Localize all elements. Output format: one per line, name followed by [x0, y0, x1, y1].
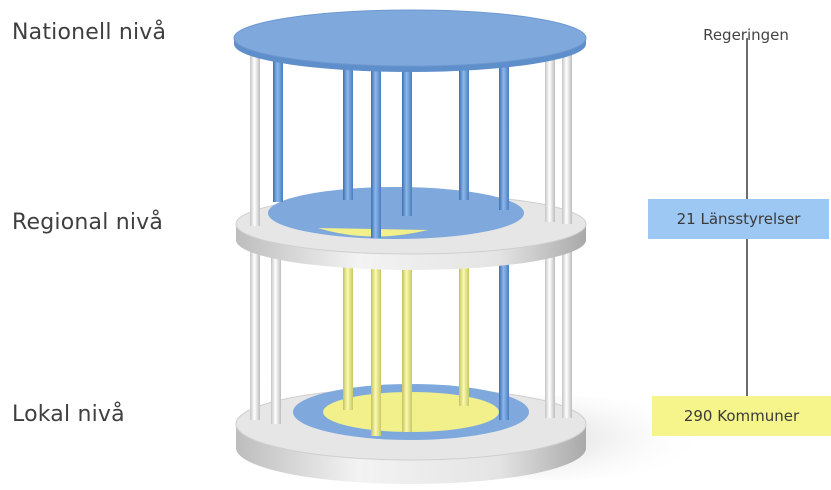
kommuner-box: 290 Kommuner	[652, 396, 831, 436]
national-platform	[234, 10, 586, 72]
regeringen-label: Regeringen	[683, 26, 809, 44]
lansstyrelser-box: 21 Länsstyrelser	[648, 199, 829, 239]
